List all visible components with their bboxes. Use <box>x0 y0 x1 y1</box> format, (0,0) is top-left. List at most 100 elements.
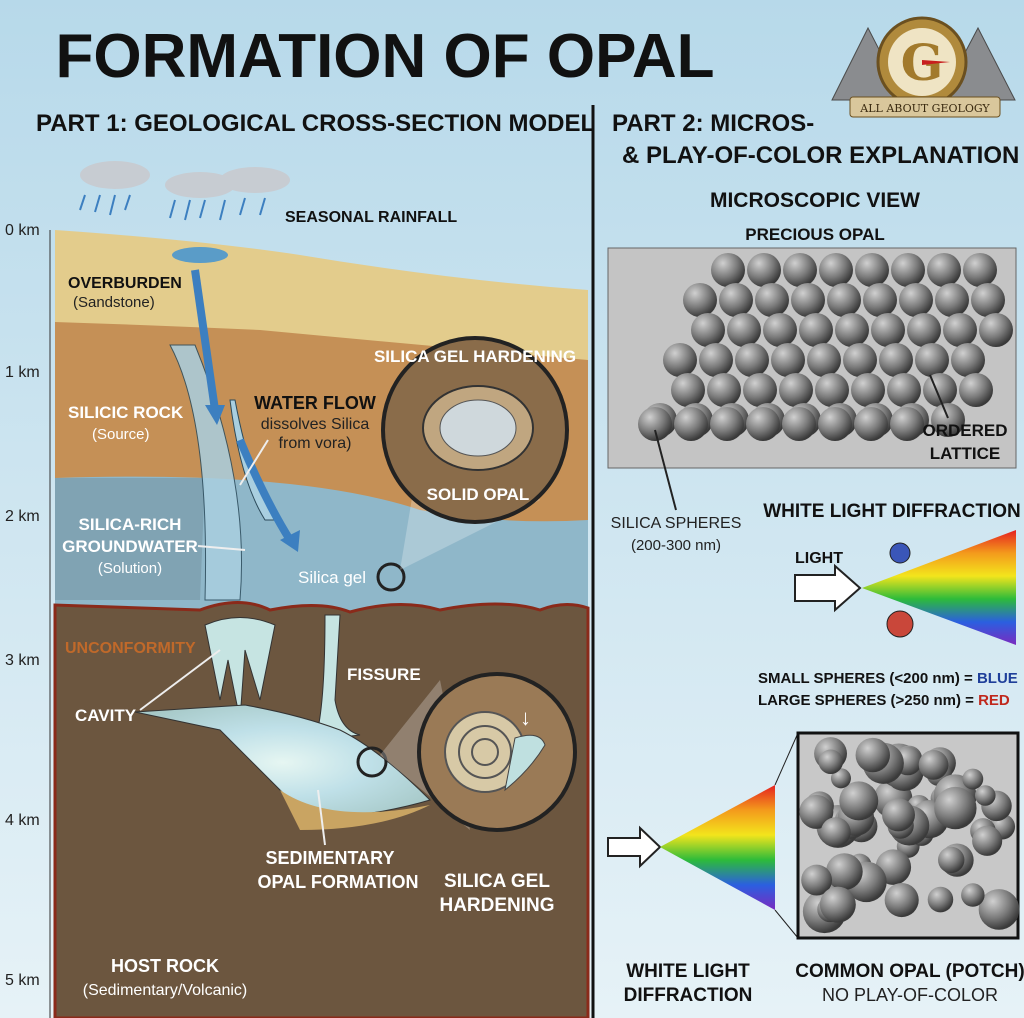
silica-sphere <box>938 846 965 874</box>
silica-spheres-line1: SILICA SPHERES <box>611 515 742 532</box>
common-opal-title: COMMON OPAL (POTCH) <box>795 961 1024 982</box>
silica-sphere <box>779 373 813 407</box>
silica-sphere <box>961 883 985 907</box>
silica-sphere <box>691 313 725 347</box>
silica-sphere <box>663 343 697 377</box>
silica-sphere <box>699 343 733 377</box>
silica-sphere <box>638 407 672 441</box>
hardening-line2: HARDENING <box>439 895 554 916</box>
cross-section: SILICA GEL HARDENING SOLID OPAL ↓ <box>53 230 590 1018</box>
water-flow-line1: dissolves Silica <box>261 416 370 433</box>
depth-label: 0 km <box>5 222 40 239</box>
bottom-diffraction-line1: WHITE LIGHT <box>626 961 750 982</box>
sedimentary-line2: OPAL FORMATION <box>258 872 419 892</box>
hardening-line1: SILICA GEL <box>444 871 550 892</box>
silica-sphere <box>891 253 925 287</box>
page-title: FORMATION OF OPAL <box>56 22 715 91</box>
silica-sphere <box>683 283 717 317</box>
bottom-diffraction-line2: DIFFRACTION <box>624 985 753 1006</box>
depth-label: 2 km <box>5 508 40 525</box>
silica-sphere <box>890 407 924 441</box>
depth-label: 5 km <box>5 972 40 989</box>
overburden-title: OVERBURDEN <box>68 275 182 292</box>
compass-needle-icon <box>922 60 950 65</box>
silica-sphere <box>855 253 889 287</box>
silica-sphere <box>746 407 780 441</box>
depth-axis: 0 km 1 km 2 km 3 km 4 km 5 km <box>5 222 51 1018</box>
silica-gel-label: Silica gel <box>298 568 366 587</box>
spectrum <box>660 785 775 910</box>
sedimentary-line1: SEDIMENTARY <box>265 848 394 868</box>
silica-sphere <box>825 853 863 890</box>
disordered-spheres <box>799 737 1020 934</box>
silica-sphere <box>907 313 941 347</box>
silica-sphere <box>674 407 708 441</box>
depth-label: 4 km <box>5 812 40 829</box>
groundwater-line2: GROUNDWATER <box>62 537 198 556</box>
ordered-lattice <box>638 253 1013 441</box>
inset-bottom-label: SOLID OPAL <box>427 485 530 504</box>
diffraction-title: WHITE LIGHT DIFFRACTION <box>763 501 1021 522</box>
silica-sphere <box>771 343 805 377</box>
groundwater-sub: (Solution) <box>98 560 162 577</box>
flow-arrow <box>191 269 219 411</box>
silica-sphere <box>934 786 977 830</box>
part2-heading-line2: & PLAY-OF-COLOR EXPLANATION <box>622 142 1019 169</box>
inset-ammonite-fossil: ↓ <box>417 672 577 832</box>
silica-sphere <box>799 794 834 829</box>
silica-sphere <box>882 798 915 832</box>
silica-sphere <box>791 283 825 317</box>
logo-text: ALL ABOUT GEOLOGY <box>859 102 990 115</box>
large-spheres-text: LARGE SPHERES (>250 nm) = RED <box>758 692 1010 709</box>
silica-sphere <box>735 343 769 377</box>
silica-sphere <box>935 283 969 317</box>
lattice-line1: ORDERED <box>922 421 1007 440</box>
silica-sphere <box>918 750 949 780</box>
silica-sphere <box>863 283 897 317</box>
silica-sphere <box>974 785 996 806</box>
silica-sphere <box>818 749 843 774</box>
logo: G ALL ABOUT GEOLOGY <box>831 16 1016 118</box>
silica-gel-marker <box>376 562 406 592</box>
deposit-marker <box>356 746 388 778</box>
arrow-down-icon: ↓ <box>520 705 531 730</box>
silica-sphere <box>830 768 851 789</box>
silica-sphere <box>962 768 984 790</box>
silica-sphere <box>963 253 997 287</box>
silica-sphere <box>971 283 1005 317</box>
silica-sphere <box>835 313 869 347</box>
silica-sphere <box>799 313 833 347</box>
silica-spheres-line2: (200-300 nm) <box>631 537 721 554</box>
micro-sub: PRECIOUS OPAL <box>745 225 884 244</box>
silica-sphere <box>979 313 1013 347</box>
silica-sphere <box>783 253 817 287</box>
silica-sphere <box>818 407 852 441</box>
silica-sphere <box>747 253 781 287</box>
inset-silica-gel-hardening: SILICA GEL HARDENING SOLID OPAL <box>374 336 576 524</box>
silica-sphere <box>843 343 877 377</box>
silica-sphere <box>820 817 851 848</box>
silica-sphere <box>851 373 885 407</box>
silica-sphere <box>782 407 816 441</box>
cavity-label: CAVITY <box>75 706 137 725</box>
opal-deposit <box>134 704 431 821</box>
silica-sphere <box>727 313 761 347</box>
unconformity-label: UNCONFORMITY <box>65 640 196 657</box>
silica-sphere <box>879 343 913 377</box>
micro-title: MICROSCOPIC VIEW <box>710 189 920 212</box>
silica-sphere <box>801 864 833 896</box>
silica-sphere <box>711 253 745 287</box>
silica-sphere <box>978 889 1020 930</box>
silica-sphere <box>815 373 849 407</box>
silica-sphere <box>915 343 949 377</box>
silica-sphere <box>719 283 753 317</box>
silica-sphere <box>827 283 861 317</box>
silica-sphere <box>710 407 744 441</box>
part1-heading: PART 1: GEOLOGICAL CROSS-SECTION MODEL <box>36 110 595 137</box>
silica-sphere <box>743 373 777 407</box>
silica-sphere <box>943 313 977 347</box>
silica-sphere <box>854 407 888 441</box>
silica-sphere <box>884 882 919 918</box>
host-rock-sub: (Sedimentary/Volcanic) <box>83 982 248 999</box>
